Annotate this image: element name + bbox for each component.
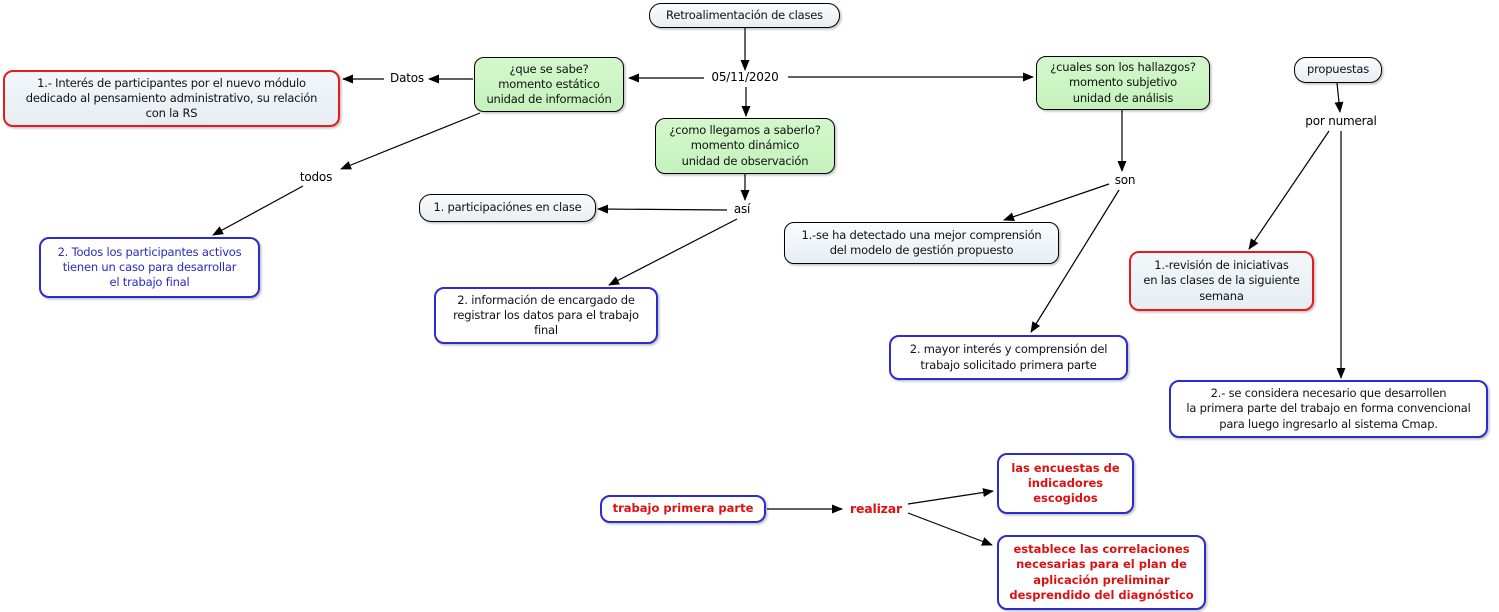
node-correlaciones-plan[interactable]: establece las correlaciones necesarias p… — [997, 535, 1206, 610]
node-informacion-encargado[interactable]: 2. información de encargado de registrar… — [434, 287, 658, 344]
connector-realizar-establece — [907, 512, 993, 546]
link-label-todos[interactable]: todos — [299, 170, 333, 184]
node-participaciones-clase[interactable]: 1. participaciónes en clase — [419, 194, 596, 222]
node-interes-participantes[interactable]: 1.- Interés de participantes por el nuev… — [3, 70, 340, 127]
connector-realizar-encuestas — [907, 488, 994, 505]
connector-asi-participaciones — [597, 204, 728, 214]
connector-son-mayorinteres — [1030, 189, 1120, 333]
node-hallazgos[interactable]: ¿cuales son los hallazgos? momento subje… — [1036, 56, 1210, 110]
connector-propuestas-pornumeral — [1334, 82, 1344, 113]
link-label-realizar[interactable]: realizar — [850, 501, 902, 516]
link-label-date[interactable]: 05/11/2020 — [711, 70, 779, 84]
node-desarrollo-convencional[interactable]: 2.- se considera necesario que desarroll… — [1169, 380, 1488, 438]
node-propuestas[interactable]: propuestas — [1294, 57, 1382, 83]
connector-todos-participantes — [212, 185, 304, 236]
connector-pornumeral-revision — [1248, 130, 1330, 250]
node-trabajo-primera-parte[interactable]: trabajo primera parte — [600, 495, 766, 523]
node-todos-participantes[interactable]: 2. Todos los participantes activos tiene… — [39, 237, 260, 298]
node-como-llegamos[interactable]: ¿como llegamos a saberlo? momento dinámi… — [655, 118, 835, 174]
connector-son-detectado — [1003, 183, 1110, 222]
node-revision-iniciativas[interactable]: 1.-revisión de iniciativas en las clases… — [1129, 251, 1314, 311]
node-que-se-sabe[interactable]: ¿que se sabe? momento estático unidad de… — [474, 57, 624, 112]
link-label-asi[interactable]: así — [733, 202, 751, 216]
connector-quesesabe-todos — [340, 112, 481, 170]
node-mejor-comprension[interactable]: 1.-se ha detectado una mejor comprensión… — [784, 222, 1059, 264]
link-label-datos[interactable]: Datos — [390, 71, 424, 85]
node-mayor-interes[interactable]: 2. mayor interés y comprensión del traba… — [889, 335, 1128, 380]
link-label-por-numeral[interactable]: por numeral — [1305, 114, 1377, 128]
connector-asi-informacion — [608, 218, 738, 286]
node-retroalimentacion[interactable]: Retroalimentación de clases — [649, 3, 840, 28]
link-label-son[interactable]: son — [1114, 173, 1136, 187]
node-encuestas-indicadores[interactable]: las encuestas de indicadores escogidos — [997, 453, 1134, 514]
